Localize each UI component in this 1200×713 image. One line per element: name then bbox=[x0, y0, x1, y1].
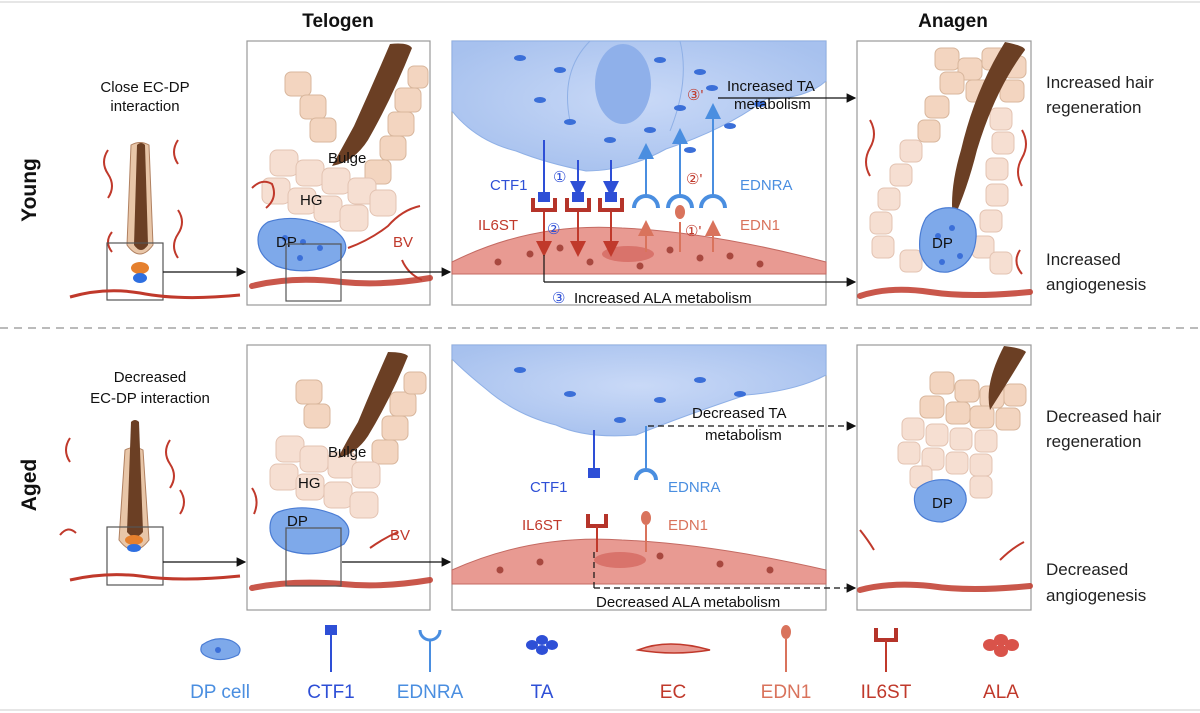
young-ta-metabolism-line1: Increased TA bbox=[727, 78, 815, 95]
aged-edn1-label: EDN1 bbox=[668, 517, 708, 534]
aged-dp-label: DP bbox=[287, 513, 308, 530]
legend-label-ctf1: CTF1 bbox=[307, 682, 355, 703]
dp-cell-icon bbox=[200, 638, 241, 661]
aged-ta-metabolism-line2: metabolism bbox=[705, 427, 782, 444]
aged-ala-metabolism: Decreased ALA metabolism bbox=[596, 594, 780, 611]
aged-ta-metabolism-line1: Decreased TA bbox=[692, 405, 787, 422]
edn1-icon bbox=[781, 625, 791, 672]
young-il6st-label: IL6ST bbox=[478, 217, 518, 234]
legend-label-ednra: EDNRA bbox=[397, 682, 464, 703]
aged-hair-shaft bbox=[127, 420, 143, 537]
aged-bulge-label: Bulge bbox=[328, 444, 366, 461]
young-outcome-hair-line2: regeneration bbox=[1046, 98, 1141, 117]
legend-label-ta: TA bbox=[531, 682, 554, 703]
young-bulge-label: Bulge bbox=[328, 150, 366, 167]
young-signaling-panel: CTF1 IL6ST EDNRA EDN1 ① ② ①' ②' ③' Incre… bbox=[451, 40, 857, 307]
row-label-young: Young bbox=[18, 158, 41, 222]
ala-icon bbox=[983, 634, 1019, 657]
aged-outcome-hair-line1: Decreased hair bbox=[1046, 407, 1162, 426]
legend: DP cell CTF1 EDNRA TA EC EDN1 IL6ST ALA bbox=[190, 625, 1019, 703]
header-anagen: Anagen bbox=[918, 11, 988, 32]
young-hair-shaft bbox=[134, 143, 148, 250]
aged-bv-label: BV bbox=[390, 527, 410, 544]
young-ctf1-label: CTF1 bbox=[490, 177, 528, 194]
young-outcome-angio-line2: angiogenesis bbox=[1046, 275, 1146, 294]
aged-hg-label: HG bbox=[298, 475, 321, 492]
young-step2: ② bbox=[547, 221, 560, 238]
legend-label-edn1: EDN1 bbox=[761, 682, 812, 703]
aged-signaling-panel: CTF1 EDNRA IL6ST EDN1 Decreased TA metab… bbox=[451, 344, 857, 611]
aged-anagen-dp bbox=[913, 479, 967, 523]
aged-telogen-hair bbox=[338, 352, 408, 458]
ctf1-icon bbox=[325, 625, 337, 672]
legend-label-ala: ALA bbox=[983, 682, 1019, 703]
aged-interaction-line1: Decreased bbox=[114, 369, 187, 386]
young-step3: ③ bbox=[552, 290, 565, 307]
aged-anagen-panel: DP bbox=[856, 344, 1033, 611]
aged-il6st-label: IL6ST bbox=[522, 517, 562, 534]
young-anagen-hair bbox=[952, 42, 1025, 220]
aged-ednra-label: EDNRA bbox=[668, 479, 721, 496]
legend-label-ec: EC bbox=[660, 682, 686, 703]
aged-telogen-panel: Bulge HG DP BV bbox=[246, 344, 452, 611]
young-bv-label: BV bbox=[393, 234, 413, 251]
young-edn1-label: EDN1 bbox=[740, 217, 780, 234]
young-ednra-label: EDNRA bbox=[740, 177, 793, 194]
legend-label-il6st: IL6ST bbox=[861, 682, 912, 703]
aged-outcome-hair-line2: regeneration bbox=[1046, 432, 1141, 451]
young-overview: Close EC-DP interaction bbox=[69, 79, 247, 301]
aged-telogen-zoom-box bbox=[285, 527, 342, 587]
young-hg-label: HG bbox=[300, 192, 323, 209]
young-interaction-line2: interaction bbox=[110, 98, 179, 115]
young-anagen-panel: DP bbox=[856, 40, 1033, 306]
young-interaction-line1: Close EC-DP bbox=[100, 79, 189, 96]
young-outcome-hair-line1: Increased hair bbox=[1046, 73, 1154, 92]
aged-telogen-dp bbox=[269, 507, 350, 555]
aged-overview-zoom-box bbox=[106, 526, 164, 586]
aged-anagen-dp-label: DP bbox=[932, 495, 953, 512]
aged-outcome-angio-line1: Decreased bbox=[1046, 560, 1128, 579]
aged-interaction-line2: EC-DP interaction bbox=[90, 390, 210, 407]
aged-overview: Decreased EC-DP interaction bbox=[59, 369, 247, 586]
young-step1p: ①' bbox=[685, 223, 701, 240]
ednra-icon bbox=[418, 629, 442, 672]
young-outcome-angio-line1: Increased bbox=[1046, 250, 1121, 269]
young-telogen-zoom-box bbox=[285, 243, 342, 302]
aged-anagen-hair bbox=[988, 346, 1026, 410]
young-dp-label: DP bbox=[276, 234, 297, 251]
young-telogen-hair bbox=[332, 43, 412, 166]
young-telogen-panel: Bulge HG DP BV bbox=[246, 40, 452, 306]
young-ta-metabolism-line2: metabolism bbox=[734, 96, 811, 113]
aged-outcome-angio-line2: angiogenesis bbox=[1046, 586, 1146, 605]
legend-label-dp-cell: DP cell bbox=[190, 682, 250, 703]
young-step3p: ③' bbox=[687, 87, 703, 104]
aged-ctf1-label: CTF1 bbox=[530, 479, 568, 496]
ec-icon bbox=[635, 643, 711, 654]
young-ala-metabolism: Increased ALA metabolism bbox=[574, 290, 752, 307]
row-label-aged: Aged bbox=[18, 459, 41, 512]
young-step1: ① bbox=[553, 169, 566, 186]
young-anagen-dp-label: DP bbox=[932, 235, 953, 252]
header-telogen: Telogen bbox=[302, 11, 373, 32]
young-step2p: ②' bbox=[686, 171, 702, 188]
ta-icon bbox=[526, 635, 558, 655]
il6st-icon bbox=[874, 628, 898, 672]
